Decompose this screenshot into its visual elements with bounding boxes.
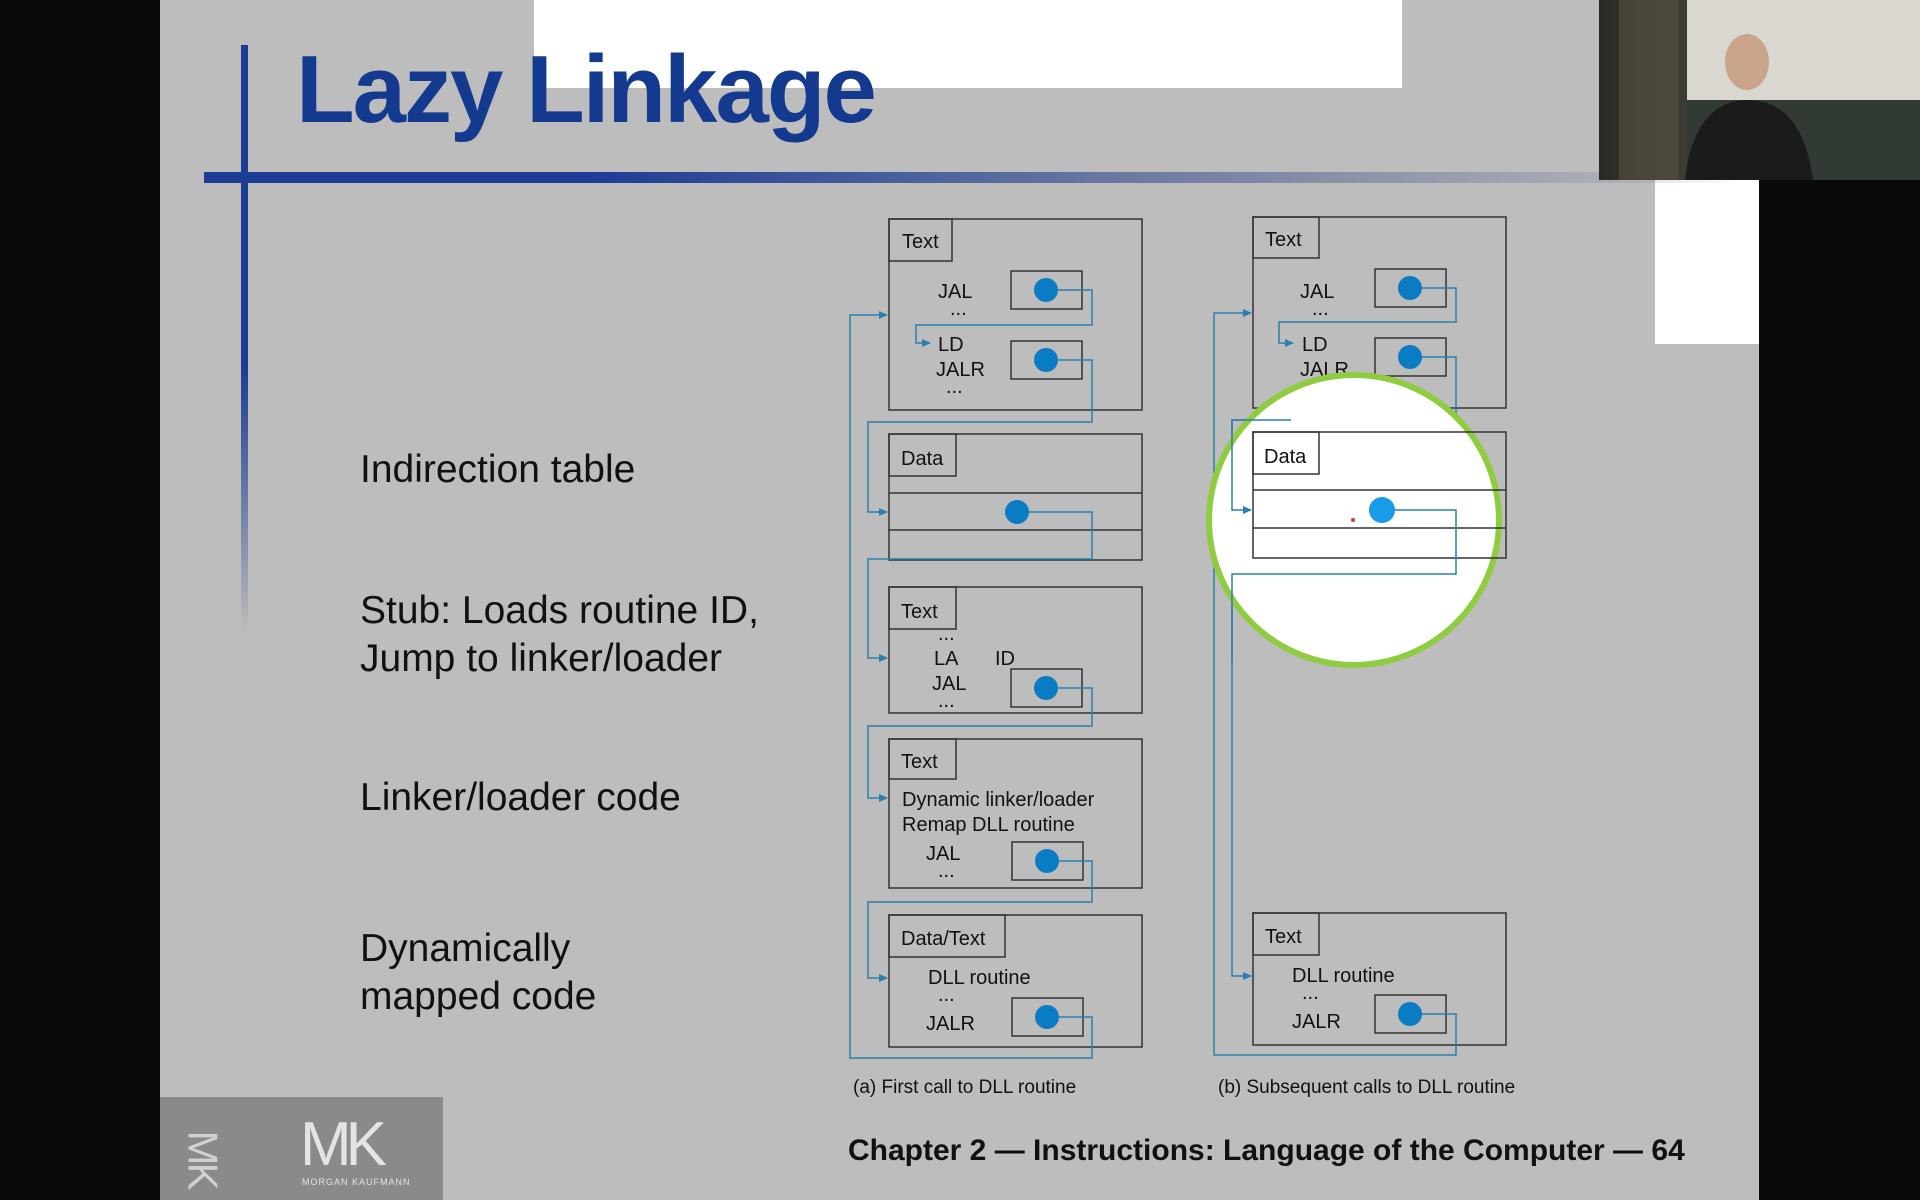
box-line: JALR: [1292, 1011, 1341, 1033]
box-line: ID: [995, 648, 1015, 670]
box-line: JAL: [1300, 281, 1334, 303]
top-white-overlay: [534, 0, 1402, 88]
panel-b-box-text-1: Text JAL ... LD JALR ...: [1252, 216, 1507, 409]
magnifier-lens: Data: [1206, 372, 1507, 668]
webcam-thumbnail: [1599, 0, 1920, 180]
panel-a: Text JAL ... LD JALR ... Data: [849, 218, 1143, 1098]
pointer-dot: [1035, 1005, 1059, 1029]
pointer-dot: [1034, 278, 1058, 302]
pointer-dot: [1398, 345, 1422, 369]
label-dyn-line1: Dynamically: [360, 927, 571, 970]
panel-b-box-dll: Text DLL routine ... JALR: [1252, 912, 1507, 1046]
panel-a-box-data: Data: [888, 433, 1143, 561]
right-white-overlay: [1655, 178, 1759, 344]
lazy-linkage-diagram: Text JAL ... LD JALR ... Data: [849, 216, 1515, 1098]
panel-b-box-data: Data: [1252, 431, 1507, 559]
box-line: ...: [938, 690, 955, 712]
box-line: ...: [938, 860, 955, 882]
panel-b-caption: (b) Subsequent calls to DLL routine: [1218, 1077, 1515, 1098]
logo-vertical-mark: MK: [179, 1130, 227, 1188]
box-line: JALR: [926, 1013, 975, 1035]
pointer-dot: [1398, 1002, 1422, 1026]
pointer-dot: [1005, 500, 1029, 524]
label-dyn-line2: mapped code: [360, 975, 597, 1018]
box-tag: Text: [1265, 229, 1302, 251]
box-tag: Text: [902, 231, 939, 253]
box-line: Remap DLL routine: [902, 814, 1075, 836]
webcam-person-body: [1685, 100, 1813, 180]
title-vertical-bar: [241, 45, 248, 635]
box-tag: Text: [901, 601, 938, 623]
box-line: LD: [1302, 334, 1328, 356]
panel-a-box-dll: Data/Text DLL routine ... JALR: [888, 914, 1143, 1048]
panel-a-caption: (a) First call to DLL routine: [853, 1077, 1076, 1098]
pointer-dot: [1034, 676, 1058, 700]
box-line: LD: [938, 334, 964, 356]
label-stub-line1: Stub: Loads routine ID,: [360, 589, 759, 632]
label-dynamically-mapped: Dynamically mapped code: [360, 925, 596, 1021]
box-line: ...: [950, 298, 967, 320]
panel-b: Text JAL ... LD JALR ... Text DLL routin…: [1206, 216, 1515, 1098]
box-tag: Text: [901, 751, 938, 773]
box-line: JAL: [926, 843, 960, 865]
box-line: JAL: [938, 281, 972, 303]
box-tag: Data/Text: [901, 928, 986, 950]
publisher-logo: MK MK MORGAN KAUFMANN: [160, 1097, 443, 1200]
label-stub: Stub: Loads routine ID, Jump to linker/l…: [360, 587, 759, 683]
webcam-projection-screen: [1687, 0, 1920, 100]
box-line: LA: [934, 648, 959, 670]
label-linker-loader: Linker/loader code: [360, 776, 681, 819]
title-underline-bar: [204, 172, 1744, 183]
logo-subtitle: MORGAN KAUFMANN: [302, 1177, 411, 1187]
box-line: Dynamic linker/loader: [902, 789, 1095, 811]
box-line: JALR: [936, 359, 985, 381]
box-line: ...: [938, 623, 955, 645]
label-stub-line2: Jump to linker/loader: [360, 637, 723, 680]
box-line: ...: [1302, 982, 1319, 1004]
slide-footer: Chapter 2 — Instructions: Language of th…: [848, 1134, 1685, 1167]
pointer-dot: [1369, 497, 1395, 523]
webcam-person-head: [1725, 34, 1769, 90]
panel-a-arrows: [849, 289, 1093, 1059]
box-tag: Text: [1265, 926, 1302, 948]
logo-mark: MK: [300, 1110, 387, 1179]
box-tag: Data: [901, 448, 944, 470]
pointer-dot: [1398, 276, 1422, 300]
box-line: DLL routine: [928, 967, 1031, 989]
pointer-dot: [1034, 348, 1058, 372]
panel-a-box-text-1: Text JAL ... LD JALR ...: [888, 218, 1143, 411]
slide: Lazy Linkage Indirection table Stub: Loa…: [160, 0, 1759, 1200]
label-indirection-table: Indirection table: [360, 448, 636, 491]
box-line: DLL routine: [1292, 965, 1395, 987]
slide-title: Lazy Linkage: [296, 36, 877, 143]
cursor-dot: [1351, 518, 1355, 522]
box-line: ...: [946, 376, 963, 398]
pointer-dot: [1035, 849, 1059, 873]
panel-a-box-linker: Text Dynamic linker/loader Remap DLL rou…: [888, 738, 1143, 889]
box-line: ...: [1312, 298, 1329, 320]
box-tag: Data: [1264, 446, 1307, 468]
box-line: JAL: [932, 673, 966, 695]
box-line: ...: [938, 984, 955, 1006]
panel-a-box-stub: Text ... LA ID JAL ...: [888, 586, 1143, 714]
